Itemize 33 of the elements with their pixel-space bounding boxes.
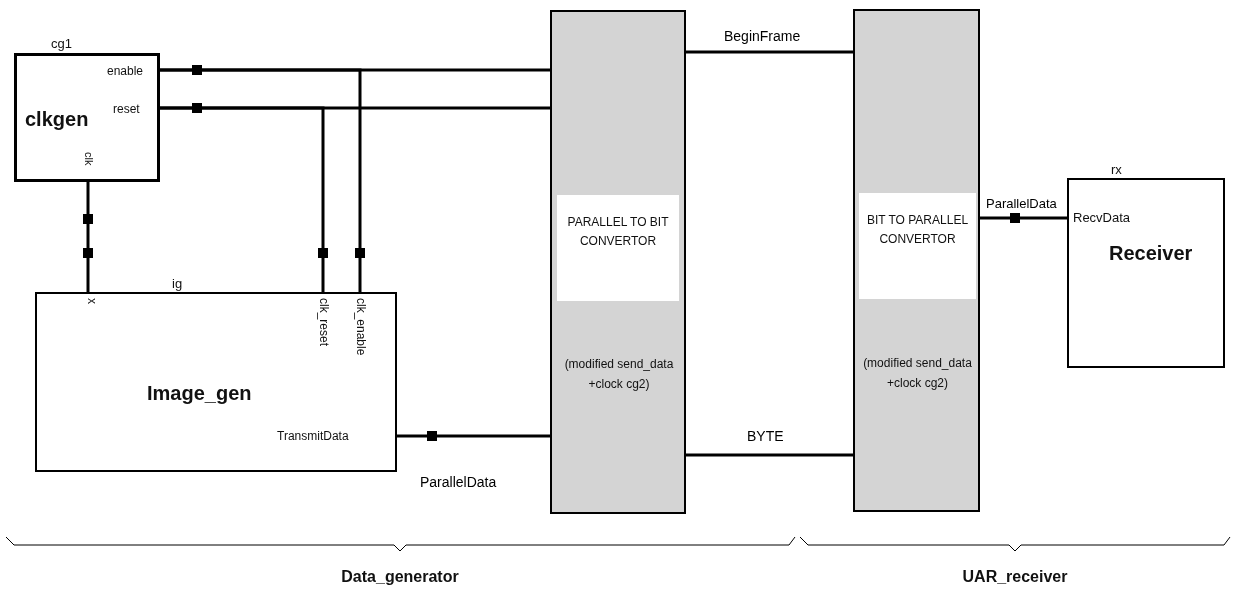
signal-label: BeginFrame [722, 28, 803, 44]
block-title: Receiver [1109, 242, 1193, 265]
instance-name: cg1 [51, 36, 72, 51]
wire [686, 453, 853, 457]
signal-label: ParallelData [984, 196, 1059, 211]
wire [397, 434, 550, 438]
port-label: clk [83, 152, 95, 166]
block-title: BIT TO PARALLEL CONVERTOR [859, 193, 976, 299]
group-label: Data_generator [341, 568, 459, 586]
converter-block [550, 10, 686, 514]
port-label: RecvData [1073, 210, 1131, 225]
block-description: (modified send_data +clock cg2) [862, 355, 973, 392]
wire [160, 106, 325, 292]
port-label: x [85, 298, 99, 304]
instance-name: rx [1111, 162, 1122, 177]
wire [160, 68, 362, 292]
wire [686, 50, 853, 54]
block-description: (modified send_data +clock cg2) [563, 356, 675, 393]
wire [86, 182, 90, 292]
port-label: enable [107, 64, 144, 78]
instance-name: ig [172, 276, 183, 291]
signal-label: ParallelData [418, 474, 499, 490]
block-title: PARALLEL TO BIT CONVERTOR [557, 195, 679, 301]
converter-block [853, 9, 980, 512]
group-label: UAR_receiver [962, 568, 1068, 586]
port-label: clk_enable [354, 298, 368, 356]
block-title: Image_gen [147, 382, 252, 405]
signal-label: BYTE [745, 428, 786, 444]
block-title: clkgen [25, 108, 89, 131]
port-label: clk_reset [317, 298, 331, 347]
port-label: TransmitData [277, 429, 349, 443]
wire [980, 216, 1067, 220]
port-label: reset [113, 102, 140, 116]
